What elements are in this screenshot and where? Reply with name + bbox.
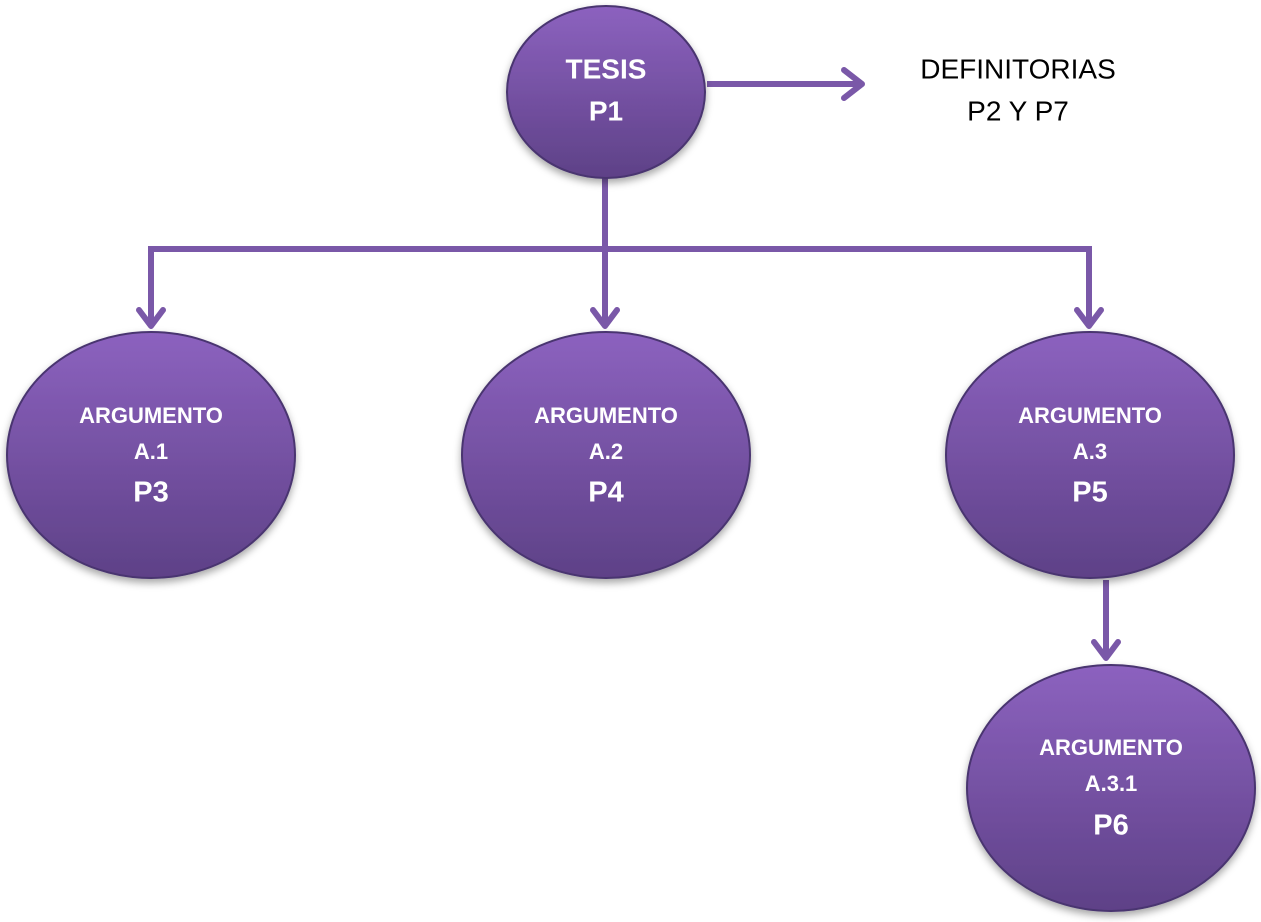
- argument-a2-ellipse: [461, 331, 751, 579]
- argument-a3-node: ARGUMENTO A.3 P5: [945, 331, 1235, 579]
- tesis-ellipse: [506, 5, 706, 179]
- argument-a1-ellipse: [6, 331, 296, 579]
- arrowhead-to-a3: [1074, 307, 1104, 329]
- argument-a1-id: A.1: [134, 439, 168, 464]
- argument-a2-node: ARGUMENTO A.2 P4: [461, 331, 751, 579]
- tesis-title: TESIS: [566, 53, 647, 84]
- connectors: [136, 67, 1121, 661]
- arrowhead-to-a1: [136, 307, 166, 329]
- argument-a1-node: ARGUMENTO A.1 P3: [6, 331, 296, 579]
- arrowhead-to-a31: [1091, 639, 1121, 661]
- argument-a2-id: A.2: [589, 439, 623, 464]
- definitorias-codes: P2 Y P7: [967, 95, 1069, 126]
- argument-a3-id: A.3: [1073, 439, 1107, 464]
- argument-a31-node: ARGUMENTO A.3.1 P6: [966, 664, 1256, 912]
- argument-a3-title: ARGUMENTO: [1018, 403, 1162, 428]
- branch-bar-line: [148, 246, 1092, 322]
- argument-a31-code: P6: [1093, 810, 1128, 842]
- definitorias-label: DEFINITORIAS P2 Y P7: [920, 53, 1116, 126]
- argument-a31-title: ARGUMENTO: [1039, 735, 1183, 760]
- argument-a31-ellipse: [966, 664, 1256, 912]
- tesis-node: TESIS P1: [506, 5, 706, 179]
- definitorias-title: DEFINITORIAS: [920, 53, 1116, 84]
- argument-a2-code: P4: [588, 477, 623, 509]
- tesis-to-definitorias-arrowhead: [841, 67, 865, 101]
- argument-a1-code: P3: [133, 477, 168, 509]
- argument-a3-code: P5: [1072, 477, 1107, 509]
- arrowhead-to-a2: [590, 307, 620, 329]
- argument-a3-ellipse: [945, 331, 1235, 579]
- argument-a31-id: A.3.1: [1085, 771, 1138, 796]
- argument-a2-title: ARGUMENTO: [534, 403, 678, 428]
- tesis-code: P1: [589, 95, 623, 126]
- argument-a1-title: ARGUMENTO: [79, 403, 223, 428]
